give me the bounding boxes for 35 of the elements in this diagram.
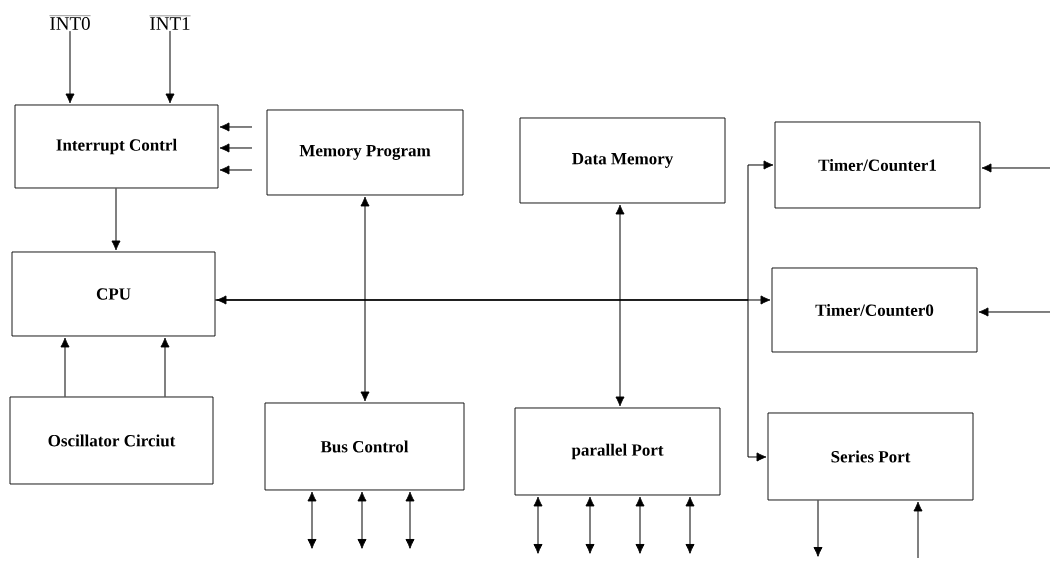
arrow <box>585 496 595 554</box>
arrow <box>307 491 317 549</box>
block-box: Bus Control <box>264 402 465 491</box>
arrow <box>160 337 170 398</box>
arrow <box>214 299 767 462</box>
arrow <box>635 496 645 554</box>
block-box: Series Port <box>767 412 974 501</box>
arrow <box>216 295 771 305</box>
block-box: Timer/Counter0 <box>771 267 978 353</box>
arrow <box>111 187 121 251</box>
arrow <box>913 501 923 559</box>
arrow <box>360 196 370 402</box>
block-box: Memory Program <box>266 109 464 196</box>
arrow <box>165 30 175 104</box>
arrow <box>357 491 367 549</box>
arrow <box>60 337 70 398</box>
signal-label: INT0 <box>49 15 91 30</box>
arrow <box>65 30 75 104</box>
arrow <box>219 122 253 132</box>
signal-label: INT1 <box>149 15 191 30</box>
block-box: Interrupt Contrl <box>14 104 219 189</box>
arrow <box>981 163 1051 173</box>
arrow <box>533 496 543 554</box>
block-box: parallel Port <box>514 407 721 496</box>
block-box: Timer/Counter1 <box>774 121 981 209</box>
block-box: Data Memory <box>519 117 726 204</box>
arrow <box>219 143 253 153</box>
arrow <box>978 307 1051 317</box>
arrow <box>615 204 625 407</box>
arrow <box>219 165 253 175</box>
arrow <box>813 499 823 557</box>
block-box: Oscillator Circiut <box>9 396 214 485</box>
arrow <box>685 496 695 554</box>
block-box: CPU <box>11 251 216 337</box>
arrow <box>405 491 415 549</box>
